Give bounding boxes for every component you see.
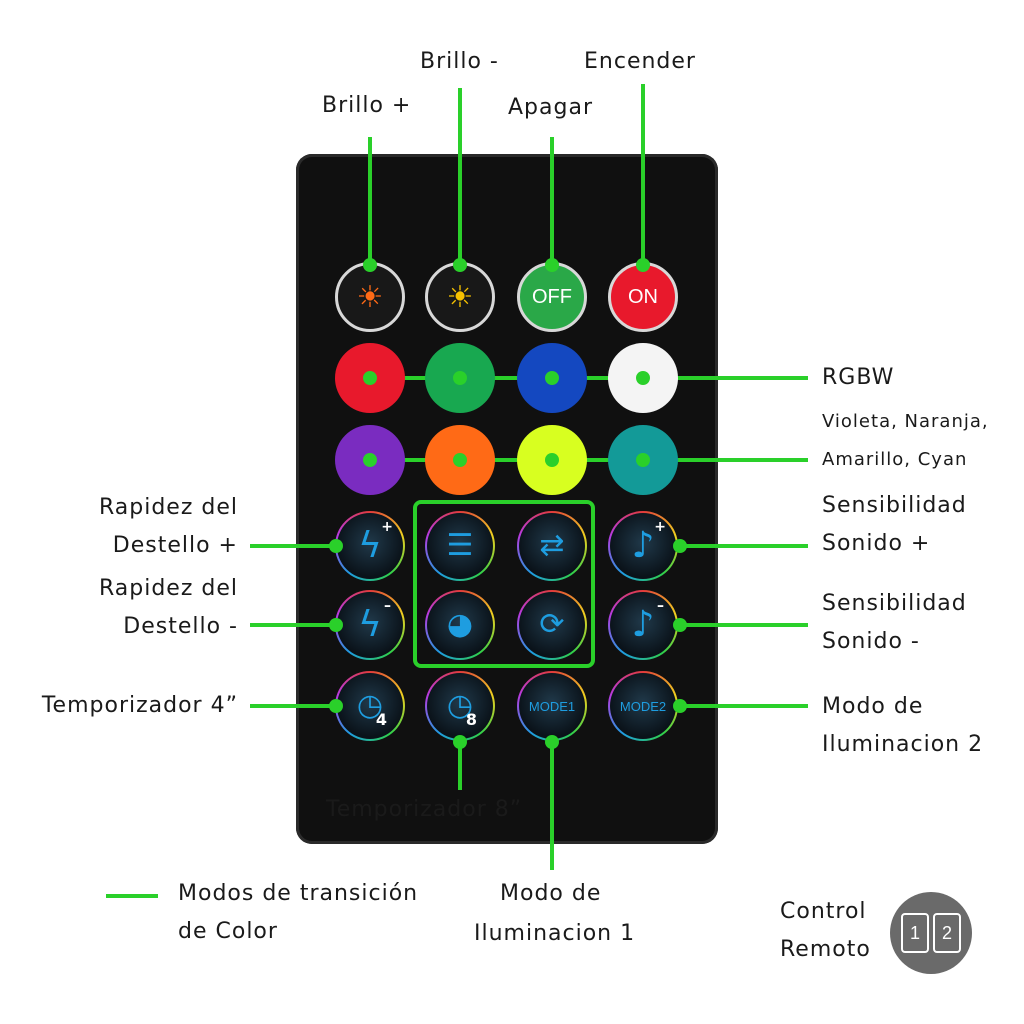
brillo-mas-button[interactable]: ☀ xyxy=(335,262,405,332)
label-modo2-1: Modo de xyxy=(822,694,924,719)
dot-rapidez-menos xyxy=(329,618,343,632)
off-button[interactable]: OFF xyxy=(517,262,587,332)
control-digit-2: 2 xyxy=(933,913,961,953)
on-button-label: ON xyxy=(628,285,658,308)
sliders-icon: ☰ xyxy=(446,528,474,563)
legend-text-2: de Color xyxy=(178,919,278,944)
dot-orange xyxy=(453,453,467,467)
transition-mode-4-button[interactable]: ⟳ xyxy=(517,590,587,660)
dot-green xyxy=(453,371,467,385)
label-colors-line2: Amarillo, Cyan xyxy=(822,449,968,470)
clock-icon: ◷ xyxy=(446,688,474,723)
dot-sens-menos xyxy=(673,618,687,632)
timer-8-digit: 8 xyxy=(465,710,477,729)
control-digit-1: 1 xyxy=(901,913,929,953)
dot-white xyxy=(636,371,650,385)
label-modo1-2: Iluminacion 1 xyxy=(474,921,636,946)
transition-mode-2-button[interactable]: ⇄ xyxy=(517,511,587,581)
mode2-label: MODE2 xyxy=(619,698,667,714)
dot-rapidez-mas xyxy=(329,539,343,553)
flash-speed-up-button[interactable]: ϟ + xyxy=(335,511,405,581)
dot-cyan xyxy=(636,453,650,467)
mode1-button[interactable]: MODE1 xyxy=(517,671,587,741)
label-rapidez-menos-1: Rapidez del xyxy=(98,576,238,601)
lightning-icon: ϟ xyxy=(358,604,382,645)
label-rapidez-mas-2: Destello + xyxy=(112,533,238,558)
transition-modes-frame xyxy=(413,500,595,668)
label-temp8: Temporizador 8” xyxy=(326,797,523,822)
mode1-label: MODE1 xyxy=(528,698,576,714)
sound-sensitivity-up-button[interactable]: ♪ + xyxy=(608,511,678,581)
dot-sens-mas xyxy=(673,539,687,553)
dot-red xyxy=(363,371,377,385)
label-rapidez-menos-2: Destello - xyxy=(123,614,238,639)
dot-temp4 xyxy=(329,699,343,713)
label-sens-mas-2: Sonido + xyxy=(822,531,931,556)
label-control-1: Control xyxy=(780,899,867,924)
brillo-menos-button[interactable]: ☀ xyxy=(425,262,495,332)
label-modo1-1: Modo de xyxy=(500,881,602,906)
timer-4-button[interactable]: ◷ 4 xyxy=(335,671,405,741)
label-brillo-mas: Brillo + xyxy=(322,93,412,118)
dot-blue xyxy=(545,371,559,385)
dot-encender xyxy=(636,258,650,272)
dot-violet xyxy=(363,453,377,467)
label-encender: Encender xyxy=(584,49,696,74)
label-modo2-2: Iluminacion 2 xyxy=(822,732,984,757)
on-button[interactable]: ON xyxy=(608,262,678,332)
label-colors-line1: Violeta, Naranja, xyxy=(822,411,989,432)
swap-arrows-icon: ⇄ xyxy=(539,528,565,563)
palette-icon: ◕ xyxy=(446,607,474,642)
dot-yellow xyxy=(545,453,559,467)
lightning-icon: ϟ xyxy=(358,525,382,566)
flash-speed-down-button[interactable]: ϟ – xyxy=(335,590,405,660)
label-sens-menos-1: Sensibilidad xyxy=(822,591,967,616)
legend-text-1: Modos de transición xyxy=(178,881,419,906)
control-remote-badge: 1 2 xyxy=(890,892,972,974)
dot-modo2 xyxy=(673,699,687,713)
label-sens-mas-1: Sensibilidad xyxy=(822,493,967,518)
transition-mode-3-button[interactable]: ◕ xyxy=(425,590,495,660)
label-brillo-menos: Brillo - xyxy=(420,49,499,74)
dot-brillo-menos xyxy=(453,258,467,272)
mode2-button[interactable]: MODE2 xyxy=(608,671,678,741)
clock-icon: ◷ xyxy=(356,688,384,723)
dot-brillo-mas xyxy=(363,258,377,272)
label-apagar: Apagar xyxy=(508,95,593,120)
off-button-label: OFF xyxy=(532,285,572,308)
transition-mode-1-button[interactable]: ☰ xyxy=(425,511,495,581)
label-temp4: Temporizador 4” xyxy=(41,693,238,718)
cycle-arrows-icon: ⟳ xyxy=(539,607,565,642)
label-rapidez-mas-1: Rapidez del xyxy=(98,495,238,520)
dot-modo1 xyxy=(545,735,559,749)
timer-8-button[interactable]: ◷ 8 xyxy=(425,671,495,741)
music-note-icon: ♪ xyxy=(631,525,655,566)
sound-sensitivity-down-button[interactable]: ♪ – xyxy=(608,590,678,660)
label-sens-menos-2: Sonido - xyxy=(822,629,920,654)
label-control-2: Remoto xyxy=(780,937,871,962)
timer-4-digit: 4 xyxy=(375,710,387,729)
dot-temp8 xyxy=(453,735,467,749)
label-rgbw: RGBW xyxy=(822,365,895,390)
dot-apagar xyxy=(545,258,559,272)
music-note-icon: ♪ xyxy=(631,604,655,645)
